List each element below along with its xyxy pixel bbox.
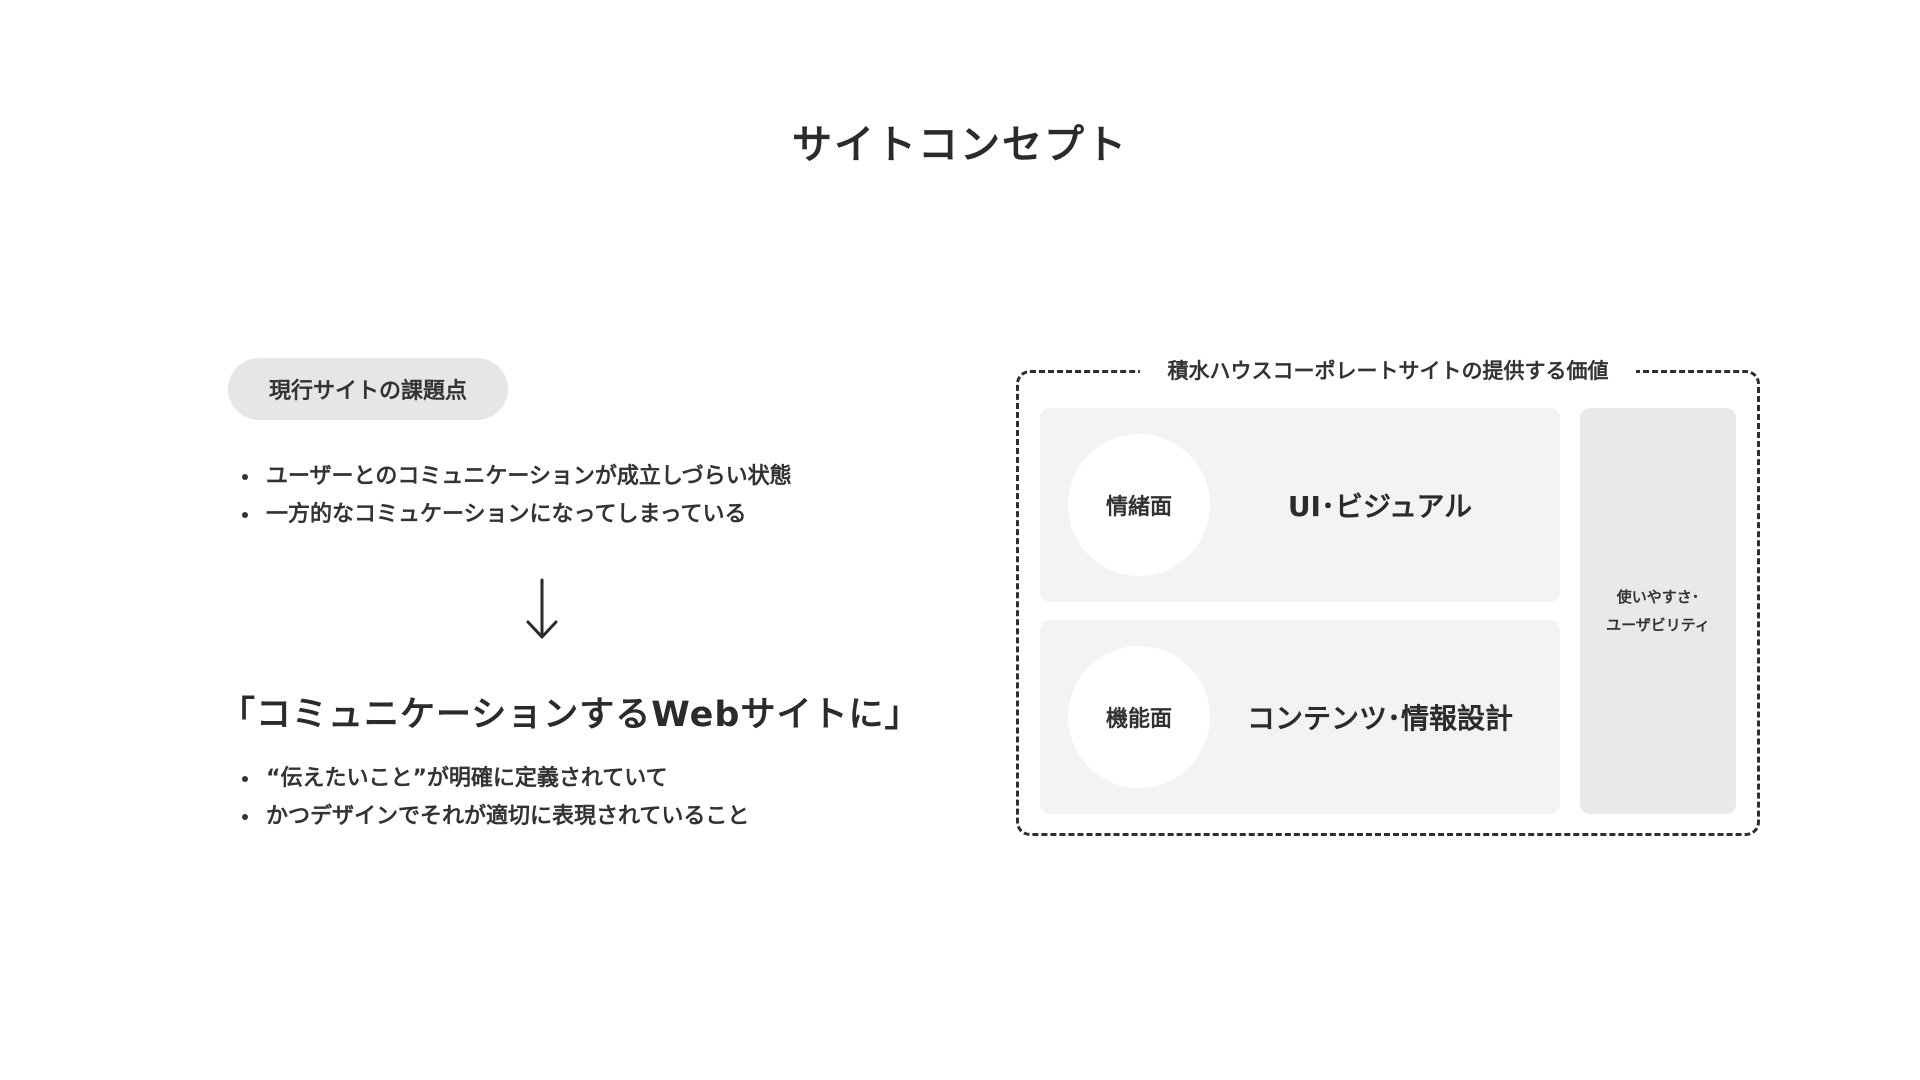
functional-value-panel: 機能面 コンテンツ･情報設計	[1040, 620, 1560, 814]
usability-label-line2: ユーザビリティ	[1606, 616, 1710, 634]
emotional-circle-label: 情緒面	[1068, 434, 1210, 576]
concept-goals-list: “伝えたいこと”が明確に定義されていて かつデザインでそれが適切に表現されている…	[240, 760, 749, 836]
down-arrow-icon	[526, 578, 558, 639]
functional-value-text: コンテンツ･情報設計	[1246, 702, 1513, 735]
emotional-value-text: UI･ビジュアル	[1287, 490, 1473, 523]
usability-panel: 使いやすさ･ ユーザビリティ	[1580, 408, 1736, 814]
value-frame-label: 積水ハウスコーポレートサイトの提供する価値	[1140, 352, 1636, 388]
issue-item: 一方的なコミュケーションになってしまっている	[240, 496, 792, 534]
functional-circle-label: 機能面	[1068, 646, 1210, 788]
usability-label-line1: 使いやすさ･	[1616, 588, 1700, 606]
concept-statement: 「コミュニケーションするWebサイトに」	[220, 695, 921, 735]
goal-item: “伝えたいこと”が明確に定義されていて	[240, 760, 749, 798]
emotional-value-panel: 情緒面 UI･ビジュアル	[1040, 408, 1560, 602]
goal-item: かつデザインでそれが適切に表現されていること	[240, 798, 749, 836]
issues-list: ユーザーとのコミュニケーションが成立しづらい状態 一方的なコミュケーションになっ…	[240, 458, 792, 534]
page-title: サイトコンセプト	[792, 122, 1128, 168]
issues-pill: 現行サイトの課題点	[228, 358, 508, 420]
issue-item: ユーザーとのコミュニケーションが成立しづらい状態	[240, 458, 792, 496]
